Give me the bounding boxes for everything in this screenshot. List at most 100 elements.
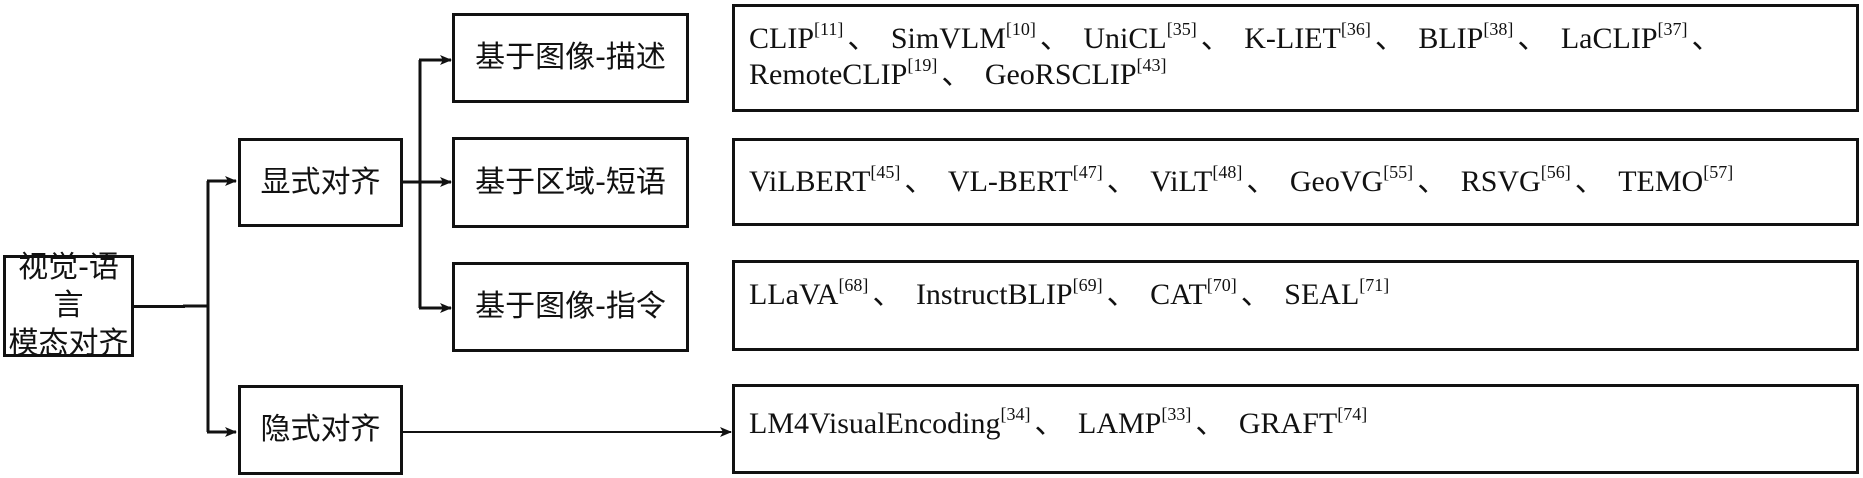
separator: 、 (1039, 22, 1070, 55)
separator: 、 (1417, 165, 1448, 198)
method-item: LM4VisualEncoding[34]、 (749, 404, 1071, 440)
citation-ref: [45] (870, 162, 901, 182)
explicit-alignment-node: 显式对齐 (238, 138, 403, 227)
method-item: InstructBLIP[69]、 (915, 275, 1143, 311)
method-item: SEAL[71] (1284, 275, 1390, 311)
separator: 、 (1195, 407, 1226, 440)
method-item: GeoRSCLIP[43] (984, 56, 1167, 91)
method-name: RemoteCLIP (749, 58, 908, 91)
method-name: GeoVG (1289, 165, 1384, 198)
method-name: LLaVA (749, 278, 839, 311)
method-name: TEMO (1618, 165, 1704, 198)
region-phrase-node: 基于区域-短语 (452, 137, 689, 228)
method-name: CAT (1150, 278, 1207, 311)
method-item: K-LIET[36]、 (1244, 19, 1411, 55)
method-name: ViLT (1150, 165, 1213, 198)
separator: 、 (872, 278, 903, 311)
separator: 、 (1517, 22, 1548, 55)
citation-ref: [47] (1072, 162, 1103, 182)
separator: 、 (1106, 278, 1137, 311)
method-name: BLIP (1418, 22, 1484, 55)
method-name: UniCL (1083, 22, 1167, 55)
method-name: GeoRSCLIP (984, 58, 1137, 91)
method-name: VL-BERT (947, 165, 1073, 198)
citation-ref: [34] (1000, 404, 1031, 424)
image-instruction-node: 基于图像-指令 (452, 262, 689, 352)
implicit-methods: LM4VisualEncoding[34]、 LAMP[33]、 GRAFT[7… (732, 384, 1859, 474)
separator: 、 (1106, 165, 1137, 198)
image-caption-node: 基于图像-描述 (452, 13, 689, 103)
method-item: LAMP[33]、 (1078, 404, 1231, 440)
citation-ref: [56] (1540, 162, 1571, 182)
citation-ref: [71] (1359, 275, 1390, 295)
method-item: GeoVG[55]、 (1289, 162, 1453, 198)
method-item: ViLT[48]、 (1150, 162, 1282, 198)
citation-ref: [37] (1657, 19, 1688, 39)
method-item: LaCLIP[37]、 (1560, 19, 1728, 55)
citation-ref: [10] (1005, 19, 1036, 39)
citation-ref: [57] (1703, 162, 1734, 182)
method-item: UniCL[35]、 (1083, 19, 1236, 55)
method-name: LM4VisualEncoding (749, 407, 1001, 440)
method-name: CLIP (749, 22, 815, 55)
citation-ref: [69] (1072, 275, 1103, 295)
method-name: SEAL (1284, 278, 1360, 311)
method-item: LLaVA[68]、 (749, 275, 908, 311)
citation-ref: [35] (1166, 19, 1197, 39)
citation-ref: [11] (814, 19, 844, 39)
separator: 、 (1034, 407, 1065, 440)
separator: 、 (1374, 22, 1405, 55)
root-label-line2: 模态对齐 (8, 326, 129, 361)
citation-ref: [33] (1161, 404, 1192, 424)
separator: 、 (904, 165, 935, 198)
method-name: ViLBERT (749, 165, 871, 198)
method-list: ViLBERT[45]、 VL-BERT[47]、 ViLT[48]、 GeoV… (749, 162, 1734, 200)
method-item: CAT[70]、 (1150, 275, 1277, 311)
method-item: ViLBERT[45]、 (749, 162, 940, 198)
method-name: LAMP (1078, 407, 1162, 440)
citation-ref: [38] (1483, 19, 1514, 39)
citation-ref: [68] (838, 275, 869, 295)
citation-ref: [48] (1212, 162, 1243, 182)
citation-ref: [74] (1337, 404, 1368, 424)
method-item: GRAFT[74] (1238, 404, 1368, 440)
method-item: VL-BERT[47]、 (947, 162, 1143, 198)
separator: 、 (1691, 22, 1722, 55)
method-name: InstructBLIP (915, 278, 1073, 311)
method-name: GRAFT (1238, 407, 1338, 440)
method-item: BLIP[38]、 (1418, 19, 1553, 55)
method-name: RSVG (1460, 165, 1541, 198)
image-instruction-methods: LLaVA[68]、 InstructBLIP[69]、 CAT[70]、 SE… (732, 260, 1859, 351)
method-list: LLaVA[68]、 InstructBLIP[69]、 CAT[70]、 SE… (749, 275, 1390, 313)
separator: 、 (1240, 278, 1271, 311)
separator: 、 (1574, 165, 1605, 198)
separator: 、 (1246, 165, 1277, 198)
image-caption-methods: CLIP[11]、 SimVLM[10]、 UniCL[35]、 K-LIET[… (732, 4, 1859, 112)
method-item: SimVLM[10]、 (890, 19, 1076, 55)
method-name: K-LIET (1244, 22, 1341, 55)
separator: 、 (1200, 22, 1231, 55)
separator: 、 (941, 58, 972, 91)
method-list: CLIP[11]、 SimVLM[10]、 UniCL[35]、 K-LIET[… (749, 19, 1842, 93)
image-caption-label: 基于图像-描述 (475, 40, 666, 75)
implicit-alignment-label: 隐式对齐 (260, 412, 381, 447)
separator: 、 (847, 22, 878, 55)
root-out-line (133, 305, 185, 308)
method-name: SimVLM (890, 22, 1006, 55)
method-item: RSVG[56]、 (1460, 162, 1611, 198)
citation-ref: [70] (1206, 275, 1237, 295)
root-node: 视觉-语言 模态对齐 (3, 250, 134, 361)
image-instruction-label: 基于图像-指令 (475, 289, 666, 324)
method-item: TEMO[57] (1618, 162, 1734, 198)
region-phrase-label: 基于区域-短语 (475, 164, 666, 200)
implicit-alignment-node: 隐式对齐 (238, 385, 403, 475)
method-name: LaCLIP (1560, 22, 1658, 55)
citation-ref: [55] (1383, 162, 1414, 182)
explicit-alignment-label: 显式对齐 (260, 164, 381, 200)
region-phrase-methods: ViLBERT[45]、 VL-BERT[47]、 ViLT[48]、 GeoV… (732, 138, 1859, 226)
method-list: LM4VisualEncoding[34]、 LAMP[33]、 GRAFT[7… (749, 404, 1368, 442)
method-item: RemoteCLIP[19]、 (749, 55, 977, 91)
citation-ref: [36] (1340, 19, 1371, 39)
root-label-line1: 视觉-语言 (18, 250, 119, 323)
citation-ref: [19] (907, 55, 938, 75)
